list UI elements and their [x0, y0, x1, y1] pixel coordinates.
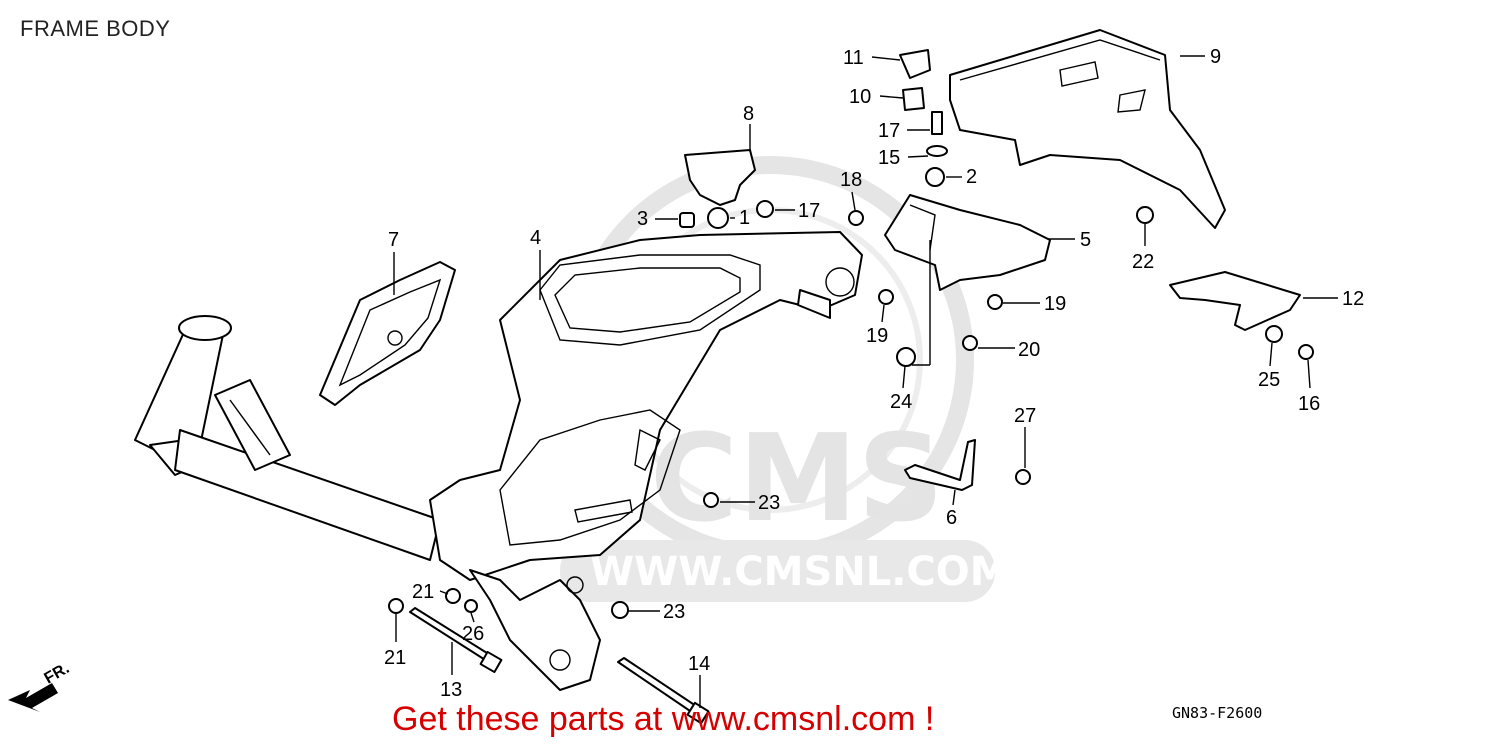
- callout-9: 9: [1210, 46, 1221, 68]
- part-7-bracket: [319, 261, 456, 406]
- leader-lines: [393, 55, 1338, 708]
- watermark-url: WWW.CMSNL.COM: [590, 549, 1010, 595]
- part-6-rod: [904, 439, 976, 491]
- callout-19a: 18: [840, 169, 862, 191]
- direction-label: FR.: [42, 660, 73, 688]
- callout-5: 5: [1080, 229, 1091, 251]
- part-8-bracket: [684, 149, 756, 206]
- part-12-plate: [1169, 271, 1301, 331]
- cms-watermark: CMS WWW.CMSNL.COM: [560, 156, 1010, 602]
- frame-tube: [134, 315, 441, 561]
- callout-1: 1: [739, 207, 750, 229]
- callout-20b: 20: [1018, 339, 1040, 361]
- callout-12: 12: [1342, 288, 1364, 310]
- callout-2: 2: [966, 166, 977, 188]
- callout-3: 3: [637, 208, 648, 230]
- callout-8: 8: [743, 103, 754, 125]
- callout-23b: 23: [663, 601, 685, 623]
- front-direction-arrow: FR.: [8, 660, 72, 712]
- callout-6: 6: [946, 507, 957, 529]
- callout-labels: 11 10 9 8 17 15 2 18 3 1 17 5 4 7 22 12 …: [384, 46, 1364, 701]
- watermark-brand: CMS: [650, 410, 944, 549]
- callout-21b: 21: [384, 647, 406, 669]
- small-fasteners: [388, 206, 1314, 619]
- callout-23a: 23: [758, 492, 780, 514]
- diagram-code: GN83-F2600: [1172, 704, 1263, 722]
- callout-25: 25: [1258, 369, 1280, 391]
- page-title: FRAME BODY: [20, 16, 171, 41]
- small-fasteners-top: [679, 49, 948, 229]
- call-to-action-link[interactable]: Get these parts at www.cmsnl.com !: [392, 700, 935, 738]
- callout-21a: 21: [412, 581, 434, 603]
- callout-19b: 19: [1044, 293, 1066, 315]
- callout-14: 14: [688, 653, 710, 675]
- callout-11: 11: [843, 47, 864, 69]
- callout-4: 4: [530, 227, 541, 249]
- callout-24: 24: [890, 391, 912, 413]
- callout-20a: 19: [866, 325, 888, 347]
- callout-17: 17: [878, 120, 900, 142]
- callout-10: 10: [849, 86, 871, 108]
- main-body-panel: [429, 231, 863, 691]
- callout-26: 26: [462, 623, 484, 645]
- callout-7: 7: [388, 229, 399, 251]
- callout-22: 22: [1132, 251, 1154, 273]
- callout-13: 13: [440, 679, 462, 701]
- long-bolts: [409, 607, 710, 725]
- callout-15: 15: [878, 147, 900, 169]
- callout-16: 16: [1298, 393, 1320, 415]
- part-5-bracket: [884, 194, 1051, 291]
- callout-18: 17: [798, 200, 820, 222]
- part-9-rear-fender: [949, 29, 1226, 229]
- callout-27: 27: [1014, 405, 1036, 427]
